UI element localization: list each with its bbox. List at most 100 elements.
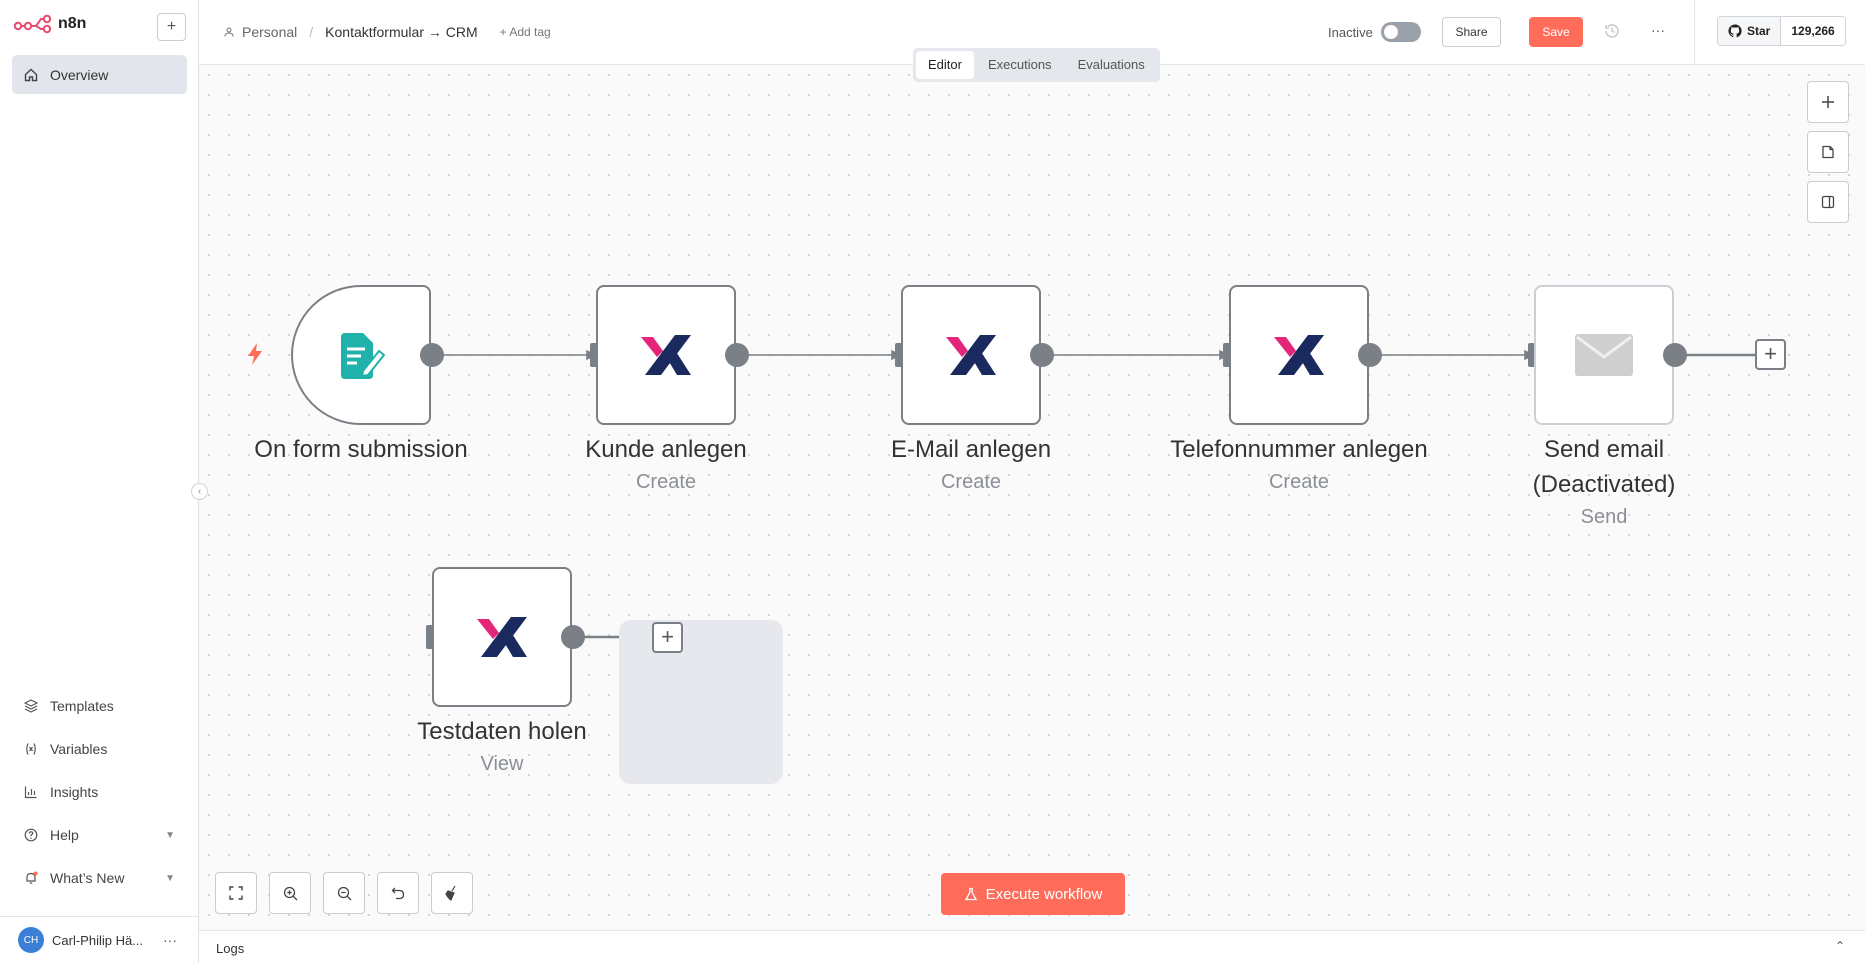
sidebar-item-label: Insights	[50, 784, 99, 800]
more-icon[interactable]: ···	[163, 932, 177, 948]
chevron-up-icon[interactable]: ⌃	[1834, 939, 1845, 953]
input-handle[interactable]	[1223, 343, 1233, 367]
node-subtitle: Send	[1580, 506, 1628, 528]
zoom-in-icon	[283, 886, 297, 900]
crm-x-icon	[1274, 335, 1324, 375]
node-title: Telefonnummer anlegen	[1170, 436, 1428, 463]
sticky-note-button[interactable]	[1807, 131, 1849, 173]
output-handle[interactable]	[420, 343, 444, 367]
logs-panel-bar[interactable]: Logs ⌃	[199, 930, 1865, 963]
fit-view-icon	[229, 886, 243, 900]
logs-label: Logs	[216, 941, 245, 956]
tidy-up-button[interactable]	[431, 872, 473, 914]
n8n-logo-icon	[14, 14, 52, 34]
node-kunde-anlegen[interactable]	[596, 285, 736, 425]
output-handle[interactable]	[1030, 343, 1054, 367]
sidebar-item-insights[interactable]: Insights	[12, 775, 187, 809]
save-button[interactable]: Save	[1529, 17, 1583, 47]
zoom-out-icon	[337, 886, 351, 900]
variables-icon	[26, 743, 36, 755]
note-icon	[1822, 145, 1834, 159]
add-node-button[interactable]: +	[1755, 339, 1786, 370]
node-on-form-submission[interactable]	[291, 285, 431, 425]
breadcrumb: Personal / Kontaktformular → CRM + Add t…	[224, 24, 551, 40]
undo-button[interactable]	[377, 872, 419, 914]
sidebar-item-variables[interactable]: Variables	[12, 732, 187, 766]
sidebar: n8n + Overview Templates Variables Insig…	[0, 0, 199, 963]
sidebar-item-label: Templates	[50, 698, 114, 714]
flask-icon	[964, 887, 977, 901]
node-telefonnummer-anlegen[interactable]	[1229, 285, 1369, 425]
active-toggle[interactable]	[1381, 22, 1421, 42]
undo-icon	[391, 887, 405, 900]
workflow-canvas[interactable]: On form submission Kunde anlegen Create …	[199, 65, 1865, 930]
github-icon	[1728, 24, 1742, 38]
github-star-label-wrap: Star	[1718, 17, 1782, 45]
sidebar-item-label: What’s New	[50, 870, 125, 886]
node-title: Send email	[1543, 436, 1665, 463]
envelope-icon	[1575, 334, 1633, 376]
sidebar-item-templates[interactable]: Templates	[12, 689, 187, 723]
tab-evaluations[interactable]: Evaluations	[1077, 57, 1145, 72]
sidebar-item-whats-new[interactable]: What’s New ▼	[12, 861, 187, 895]
plus-icon	[1822, 96, 1834, 108]
panel-icon	[1821, 195, 1835, 209]
input-handle[interactable]	[1528, 343, 1538, 367]
github-star-label: Star	[1747, 24, 1771, 38]
node-testdaten-holen[interactable]	[432, 567, 572, 707]
view-tabs: Editor Executions Evaluations	[913, 48, 1160, 82]
sidebar-item-overview[interactable]: Overview	[12, 55, 187, 94]
add-tag-button[interactable]: + Add tag	[499, 25, 551, 39]
node-email-anlegen[interactable]	[901, 285, 1041, 425]
home-icon	[24, 68, 38, 81]
sidebar-item-label: Variables	[50, 741, 108, 757]
sidebar-collapse-button[interactable]: ‹	[191, 483, 208, 500]
add-node-button[interactable]: +	[652, 622, 683, 653]
input-handle[interactable]	[590, 343, 600, 367]
tab-editor[interactable]: Editor	[916, 51, 974, 79]
help-icon	[24, 828, 38, 842]
avatar: CH	[18, 927, 44, 953]
add-node-panel-button[interactable]	[1807, 81, 1849, 123]
node-send-email[interactable]	[1534, 285, 1674, 425]
crm-x-icon	[641, 335, 691, 375]
history-icon[interactable]	[1603, 22, 1621, 40]
active-status-label: Inactive	[1328, 25, 1373, 40]
sidebar-item-label: Help	[50, 827, 79, 843]
output-handle[interactable]	[1663, 343, 1687, 367]
bell-icon	[26, 871, 38, 884]
crm-x-icon	[477, 617, 527, 657]
user-menu[interactable]: CH Carl-Philip Hä... ···	[0, 916, 199, 963]
output-handle[interactable]	[1358, 343, 1382, 367]
share-button[interactable]: Share	[1442, 17, 1501, 47]
app-logo[interactable]: n8n	[14, 14, 86, 34]
output-handle[interactable]	[561, 625, 585, 649]
sidebar-item-help[interactable]: Help ▼	[12, 818, 187, 852]
input-handle[interactable]	[426, 625, 436, 649]
form-icon	[341, 333, 386, 379]
toggle-panel-button[interactable]	[1807, 181, 1849, 223]
user-name: Carl-Philip Hä...	[52, 932, 144, 948]
node-title: Kunde anlegen	[585, 436, 747, 463]
node-title-deactivated: (Deactivated)	[1532, 471, 1676, 498]
fit-view-button[interactable]	[215, 872, 257, 914]
zoom-out-button[interactable]	[323, 872, 365, 914]
node-selection-highlight	[619, 620, 783, 784]
box-icon	[24, 699, 38, 713]
user-icon	[224, 27, 234, 37]
node-title: On form submission	[254, 436, 468, 463]
zoom-in-button[interactable]	[269, 872, 311, 914]
breadcrumb-separator: /	[309, 24, 314, 40]
tab-executions[interactable]: Executions	[987, 57, 1052, 72]
execute-workflow-button[interactable]: Execute workflow	[941, 873, 1125, 915]
more-options-icon[interactable]: ···	[1651, 22, 1665, 38]
chevron-down-icon: ▼	[165, 829, 175, 841]
input-handle[interactable]	[895, 343, 905, 367]
workflow-title[interactable]: Kontaktformular → CRM	[325, 24, 478, 40]
output-handle[interactable]	[725, 343, 749, 367]
github-star-button[interactable]: Star 129,266	[1717, 16, 1846, 46]
chevron-down-icon: ▼	[165, 872, 175, 884]
breadcrumb-project[interactable]: Personal	[242, 24, 298, 40]
node-subtitle: Create	[1268, 471, 1330, 493]
create-new-button[interactable]: +	[157, 13, 186, 41]
